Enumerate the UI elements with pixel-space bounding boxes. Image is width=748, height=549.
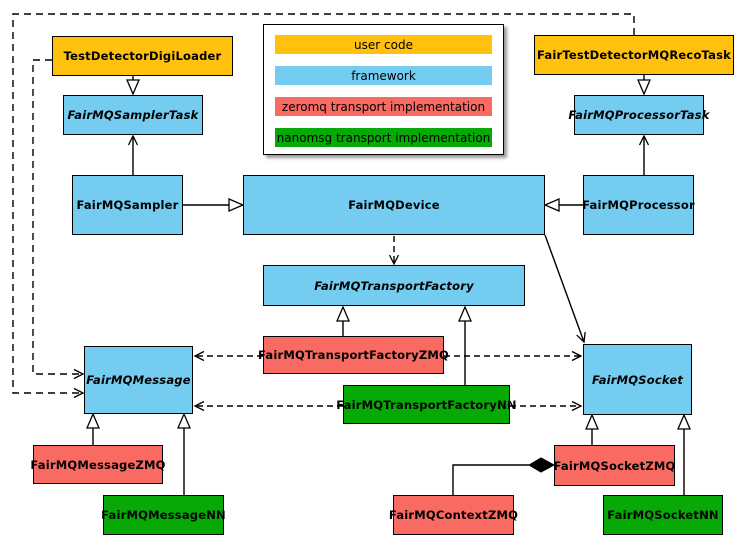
class-box-fairtestdetectormqrecotask: FairTestDetectorMQRecoTask [534, 35, 734, 75]
class-label-fairmqtransportfactoryzmq: FairMQTransportFactoryZMQ [258, 348, 450, 362]
class-box-fairmqdevice: FairMQDevice [243, 175, 545, 235]
edge-association-device-socket [544, 234, 586, 344]
class-box-fairmqprocessortask: FairMQProcessorTask [568, 95, 709, 135]
class-label-fairmqprocessortask: FairMQProcessorTask [568, 108, 710, 122]
composition-diamond-icon [528, 457, 556, 473]
class-box-fairmqsocketnn: FairMQSocketNN [603, 495, 723, 535]
class-box-fairmqsocket: FairMQSocket [583, 344, 692, 415]
class-box-fairmqmessage: FairMQMessage [84, 346, 193, 414]
class-label-fairmqsocketzmq: FairMQSocketZMQ [553, 458, 676, 473]
legend: user code framework zeromq transport imp… [263, 24, 504, 155]
class-box-fairmqmessagezmq: FairMQMessageZMQ [30, 445, 166, 484]
class-box-fairmqmessagenn: FairMQMessageNN [101, 495, 226, 535]
class-box-testdetectordigiloader: TestDetectorDigiLoader [52, 36, 233, 76]
class-label-fairmqmessage: FairMQMessage [86, 373, 191, 387]
class-label-fairmqsampler: FairMQSampler [76, 198, 179, 212]
class-label-fairmqprocessor: FairMQProcessor [582, 198, 695, 212]
class-box-fairmqtransportfactory: FairMQTransportFactory [263, 265, 525, 306]
class-box-fairmqprocessor: FairMQProcessor [582, 175, 695, 235]
class-label-fairmqsocketnn: FairMQSocketNN [607, 508, 719, 522]
class-label-fairtestdetectormqrecotask: FairTestDetectorMQRecoTask [537, 48, 731, 62]
class-label-fairmqsamplertask: FairMQSamplerTask [67, 108, 199, 122]
edge-dependency-recotask-message [12, 13, 635, 399]
edge-composition-contextzmq-socketzmq [452, 464, 529, 495]
legend-label-framework: framework [351, 68, 416, 83]
legend-swatch-user-code: user code [275, 35, 492, 54]
legend-swatch-framework: framework [275, 66, 492, 85]
class-box-fairmqsampler: FairMQSampler [72, 175, 183, 235]
legend-label-user-code: user code [354, 37, 413, 52]
class-box-fairmqsamplertask: FairMQSamplerTask [63, 95, 203, 135]
class-box-fairmqtransportfactoryzmq: FairMQTransportFactoryZMQ [258, 336, 449, 374]
class-label-fairmqmessagenn: FairMQMessageNN [101, 508, 226, 522]
class-box-fairmqtransportfactorynn: FairMQTransportFactoryNN [336, 385, 517, 424]
class-box-fairmqcontextzmq: FairMQContextZMQ [389, 495, 518, 535]
class-box-fairmqsocketzmq: FairMQSocketZMQ [554, 445, 675, 486]
class-label-fairmqdevice: FairMQDevice [348, 198, 440, 212]
class-label-testdetectordigiloader: TestDetectorDigiLoader [63, 49, 222, 63]
legend-label-nanomsg: nanomsg transport implementation [276, 130, 491, 145]
legend-label-zeromq: zeromq transport implementation [281, 99, 486, 114]
legend-swatch-zeromq: zeromq transport implementation [275, 97, 492, 116]
legend-swatch-nanomsg: nanomsg transport implementation [275, 128, 492, 147]
class-label-fairmqtransportfactory: FairMQTransportFactory [314, 278, 474, 293]
class-label-fairmqcontextzmq: FairMQContextZMQ [388, 508, 519, 522]
class-label-fairmqsocket: FairMQSocket [591, 372, 684, 387]
class-label-fairmqtransportfactorynn: FairMQTransportFactoryNN [336, 397, 517, 412]
class-label-fairmqmessagezmq: FairMQMessageZMQ [30, 457, 166, 472]
